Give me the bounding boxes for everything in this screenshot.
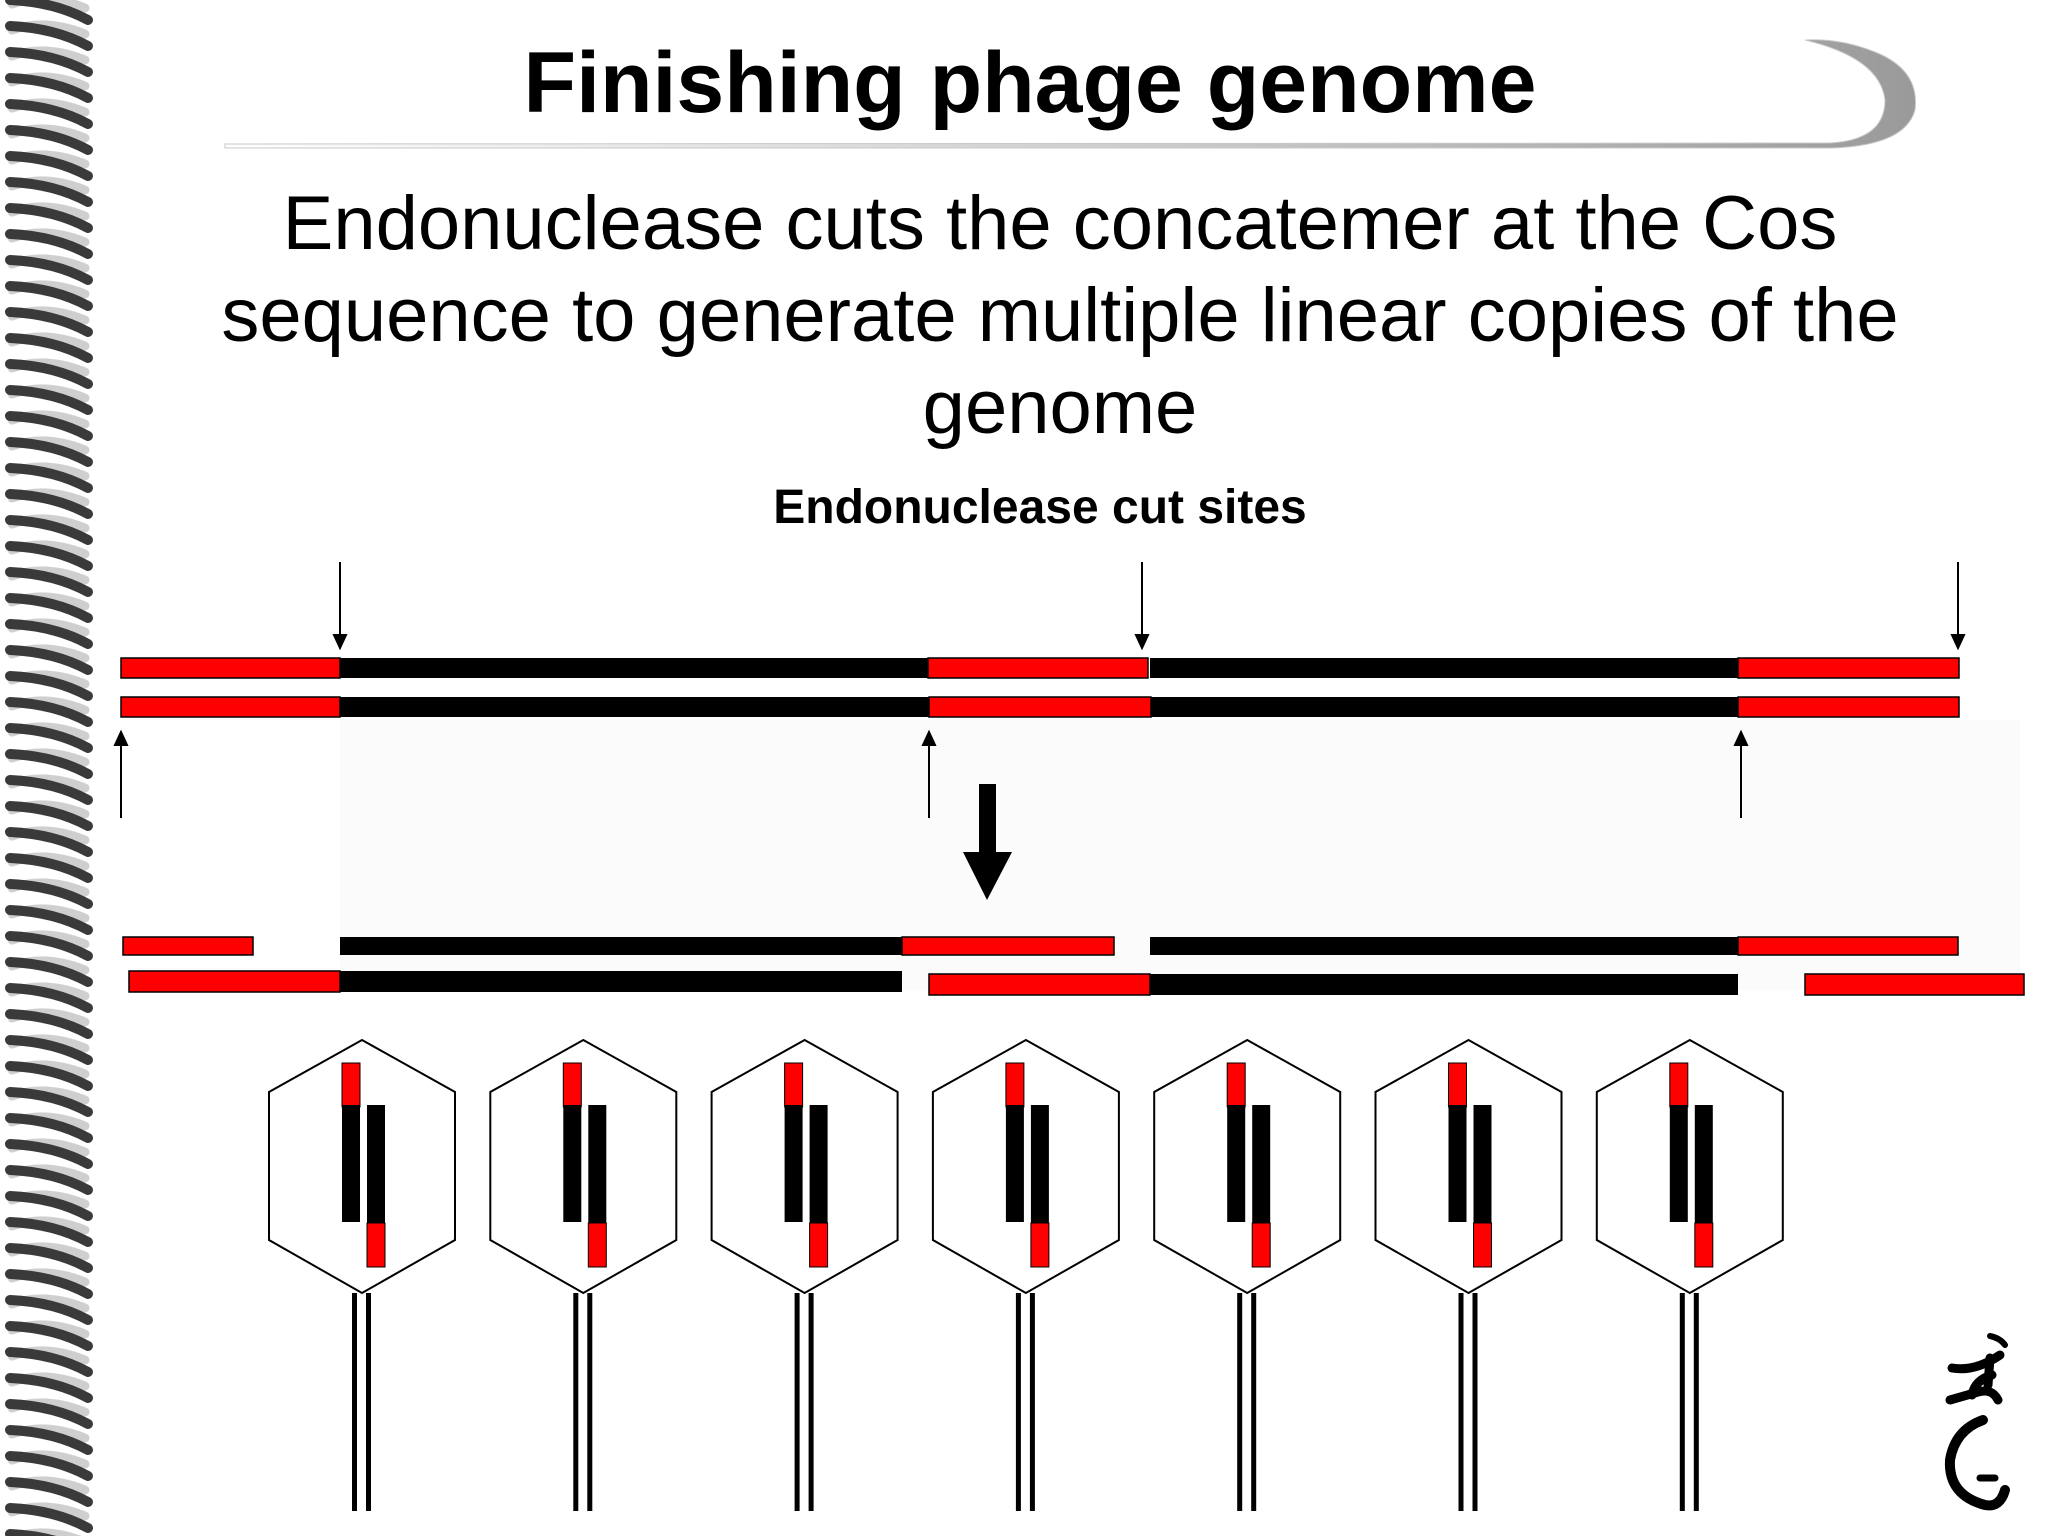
phage-tail xyxy=(1472,1293,1478,1511)
cos-segment xyxy=(341,1062,361,1108)
cos-segment xyxy=(1669,1062,1689,1108)
phage-tail xyxy=(794,1293,800,1511)
genome-segment xyxy=(588,1105,607,1225)
slide-body-text: Endonuclease cuts the concatemer at the … xyxy=(221,181,1899,450)
phage-head xyxy=(931,1038,1120,1295)
cos-segment xyxy=(562,1062,582,1108)
phage-tail xyxy=(1237,1293,1243,1511)
phage-head xyxy=(489,1038,678,1295)
concatemer-top-strand xyxy=(120,657,1960,679)
fragments-top-strand xyxy=(122,936,1959,956)
cos-segment xyxy=(1005,1062,1025,1108)
fragments-bottom-strand xyxy=(128,970,2025,996)
phage-head xyxy=(1153,1038,1342,1295)
genome-segment xyxy=(1005,1105,1024,1222)
process-arrow xyxy=(963,784,1012,900)
genome-segment xyxy=(784,1105,803,1222)
phage-tail xyxy=(587,1293,593,1511)
phage-particle xyxy=(1374,1038,1563,1511)
phage-head xyxy=(268,1038,456,1295)
genome-segment xyxy=(1473,1105,1492,1225)
phage-particles xyxy=(268,1038,1784,1511)
genome-segment xyxy=(1252,1105,1271,1225)
cos-segment xyxy=(809,1222,829,1268)
genome-segment xyxy=(1030,1105,1049,1225)
concatemer-bottom-strand xyxy=(120,696,1960,718)
phage-particle xyxy=(931,1038,1120,1511)
phage-particle xyxy=(1595,1038,1784,1511)
phage-tail xyxy=(1458,1293,1464,1511)
cos-segment xyxy=(587,1222,607,1268)
phage-tail xyxy=(1679,1293,1685,1511)
phage-head xyxy=(1374,1038,1563,1295)
cos-segment xyxy=(1448,1062,1467,1108)
cos-segment xyxy=(1030,1222,1050,1268)
phage-tail xyxy=(808,1293,814,1511)
phage-head xyxy=(1595,1038,1784,1295)
cos-segment xyxy=(1226,1062,1246,1108)
cos-segment xyxy=(1473,1222,1492,1268)
genome-segment xyxy=(342,1105,360,1222)
cut-arrows-top xyxy=(332,562,1966,651)
slide-title: Finishing phage genome xyxy=(523,35,1537,131)
cut-sites-label: Endonuclease cut sites xyxy=(773,481,1307,534)
phage-tail xyxy=(1251,1293,1257,1511)
genome-segment xyxy=(1694,1105,1713,1225)
cos-segment xyxy=(1694,1222,1714,1268)
genome-segment xyxy=(1669,1105,1688,1222)
phage-tail xyxy=(366,1293,371,1511)
genome-segment xyxy=(1227,1105,1246,1222)
cos-segment xyxy=(366,1222,386,1268)
phage-tail xyxy=(1693,1293,1699,1511)
phage-particle xyxy=(489,1038,678,1511)
phage-tail xyxy=(573,1293,579,1511)
phage-tail xyxy=(1029,1293,1035,1511)
phage-particle xyxy=(268,1038,456,1511)
genome-segment xyxy=(809,1105,828,1225)
title-underline xyxy=(224,39,1916,149)
phage-tail xyxy=(352,1293,357,1511)
cos-segment xyxy=(1251,1222,1271,1268)
phage-particle xyxy=(710,1038,899,1511)
genome-segment xyxy=(367,1105,385,1225)
phage-head xyxy=(710,1038,899,1295)
genome-segment xyxy=(1448,1105,1467,1222)
cos-segment xyxy=(784,1062,804,1108)
phage-particle xyxy=(1153,1038,1342,1511)
cut-arrows-bottom xyxy=(113,729,1749,818)
logo-glyph xyxy=(1944,1333,2010,1511)
genome-segment xyxy=(563,1105,582,1222)
helix-border xyxy=(5,0,93,1536)
phage-tail xyxy=(1015,1293,1021,1511)
